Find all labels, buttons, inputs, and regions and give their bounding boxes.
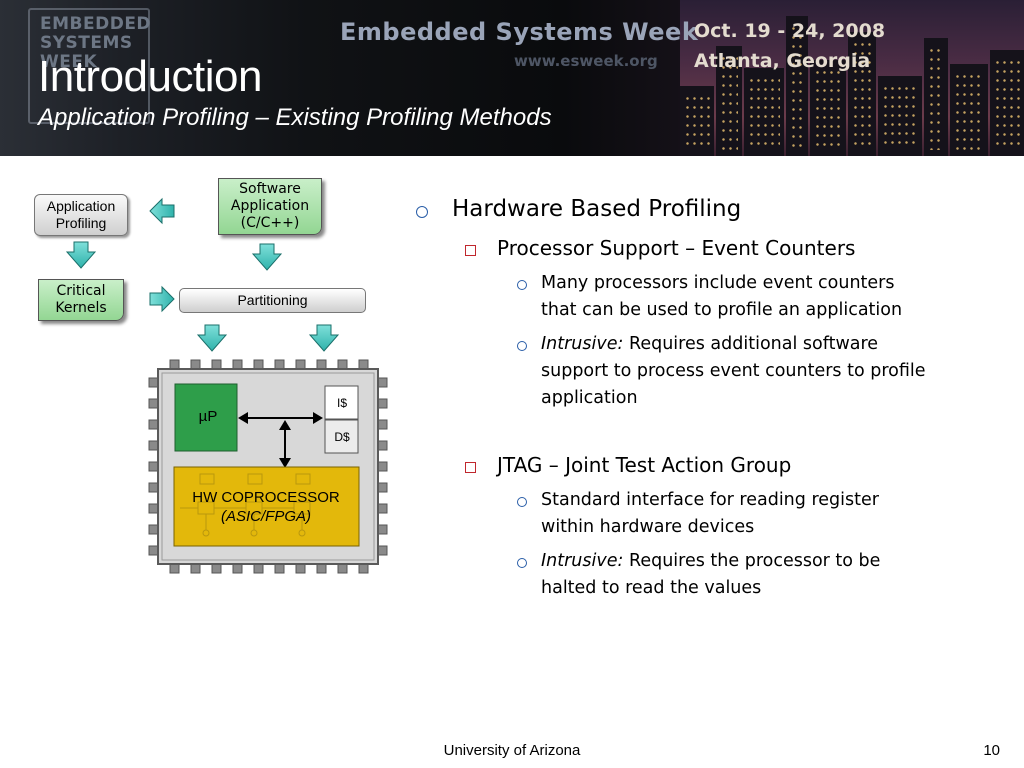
slide-title: Introduction <box>38 52 262 101</box>
bullet-marker-intrusive-1 <box>517 341 527 351</box>
kernels-line-2: Kernels <box>55 300 107 316</box>
slide-subtitle: Application Profiling – Existing Profili… <box>38 104 552 131</box>
page-number: 10 <box>983 742 1000 759</box>
arrow-down-from-software <box>251 243 283 271</box>
kernels-line-1: Critical <box>56 283 106 299</box>
esw-logo-text: EMBEDDED SYSTEMS WEEK <box>40 14 152 72</box>
bullet-event-counters: Many processors include event counters t… <box>541 273 903 320</box>
software-line-2: Application <box>230 198 310 214</box>
event-location: Atlanta, Georgia <box>694 50 871 72</box>
bullet-processor-support: Processor Support – Event Counters <box>497 236 856 260</box>
dcache-label: D$ <box>334 430 350 444</box>
event-name: Embedded Systems Week <box>340 18 699 46</box>
bullet-marker-jtag <box>465 462 476 473</box>
icache-label: I$ <box>336 396 347 410</box>
microprocessor-label: µP <box>198 408 218 425</box>
app-profiling-line-1: Application <box>46 198 116 214</box>
coprocessor-title: HW COPROCESSOR <box>192 489 340 506</box>
partitioning-box: Partitioning <box>179 288 366 313</box>
city-skyline-image <box>680 0 1024 156</box>
bullet-marker-processor-support <box>465 245 476 256</box>
software-line-1: Software <box>239 181 301 197</box>
arrow-down-left-to-chip <box>196 324 228 352</box>
coprocessor-label: HW COPROCESSOR (ASIC/FPGA) <box>174 488 358 526</box>
bullet-hardware-profiling: Hardware Based Profiling <box>452 196 742 222</box>
bullet-marker-standard-interface <box>517 497 527 507</box>
bullet-jtag: JTAG – Joint Test Action Group <box>497 453 792 477</box>
coprocessor-subtitle: (ASIC/FPGA) <box>220 508 311 525</box>
coprocessor-block <box>173 466 360 547</box>
header-banner: EMBEDDED SYSTEMS WEEK Embedded Systems W… <box>0 0 1024 156</box>
icache-block <box>324 385 359 420</box>
bullet-marker-l1 <box>416 206 428 218</box>
footer-institution: University of Arizona <box>443 742 581 759</box>
arrow-left-to-app-profiling <box>149 197 175 225</box>
arrow-down-right-to-chip <box>308 324 340 352</box>
logic-gates-watermark <box>180 473 311 537</box>
arrow-down-from-app-profiling <box>65 241 97 269</box>
bullet-standard-interface: Standard interface for reading register … <box>541 490 879 537</box>
event-dates: Oct. 19 - 24, 2008 <box>694 20 886 42</box>
arrow-right-to-partitioning <box>149 285 175 313</box>
bullet-intrusive-2: Intrusive: Requires the processor to be … <box>541 551 881 598</box>
dcache-block <box>324 419 359 454</box>
bullet-marker-event-counters <box>517 280 527 290</box>
esw-logo <box>28 8 150 124</box>
bullet-marker-intrusive-2 <box>517 558 527 568</box>
microprocessor-block <box>174 383 238 452</box>
bullet-intrusive-1: Intrusive: Requires additional software … <box>541 334 926 408</box>
app-profiling-line-2: Profiling <box>55 215 107 231</box>
event-url: www.esweek.org <box>514 52 658 70</box>
software-line-3: (C/C++) <box>240 215 300 231</box>
